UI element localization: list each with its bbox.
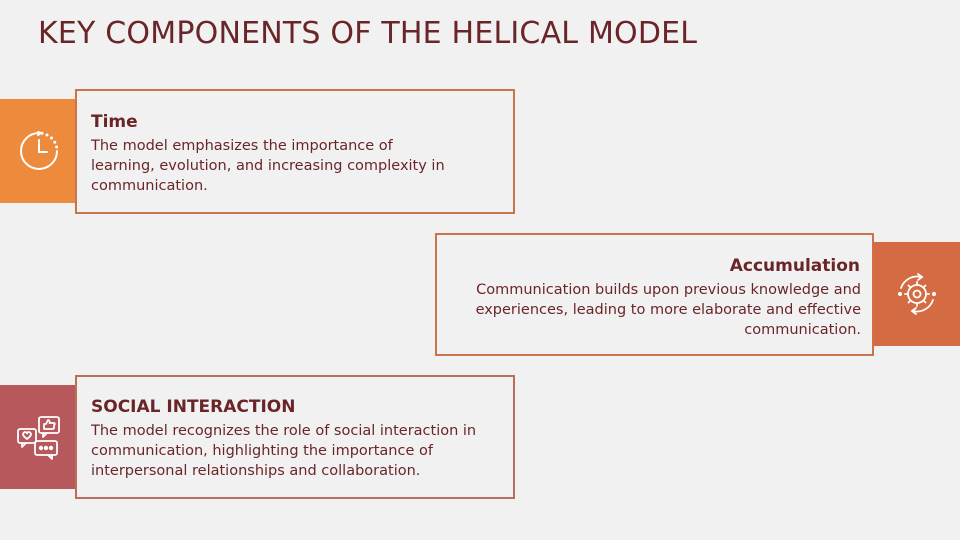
gear-cycle-icon (891, 268, 943, 320)
accumulation-icon-block (873, 242, 960, 346)
accumulation-heading: Accumulation (729, 256, 860, 276)
social-interaction-card: SOCIAL INTERACTION The model recognizes … (75, 375, 515, 499)
accumulation-description: Communication builds upon previous knowl… (475, 282, 861, 338)
social-icon-block (0, 385, 77, 489)
social-chat-icon (13, 411, 65, 463)
time-icon-block (0, 99, 77, 203)
time-card: Time The model emphasizes the importance… (75, 89, 515, 214)
social-interaction-heading: SOCIAL INTERACTION (91, 397, 296, 417)
time-heading: Time (91, 112, 138, 132)
social-interaction-description: The model recognizes the role of social … (91, 423, 477, 479)
accumulation-card: Accumulation Communication builds upon p… (435, 233, 874, 356)
clock-icon (14, 126, 64, 176)
time-description: The model emphasizes the importance of l… (91, 138, 445, 194)
slide-title: KEY COMPONENTS OF THE HELICAL MODEL (38, 16, 698, 51)
